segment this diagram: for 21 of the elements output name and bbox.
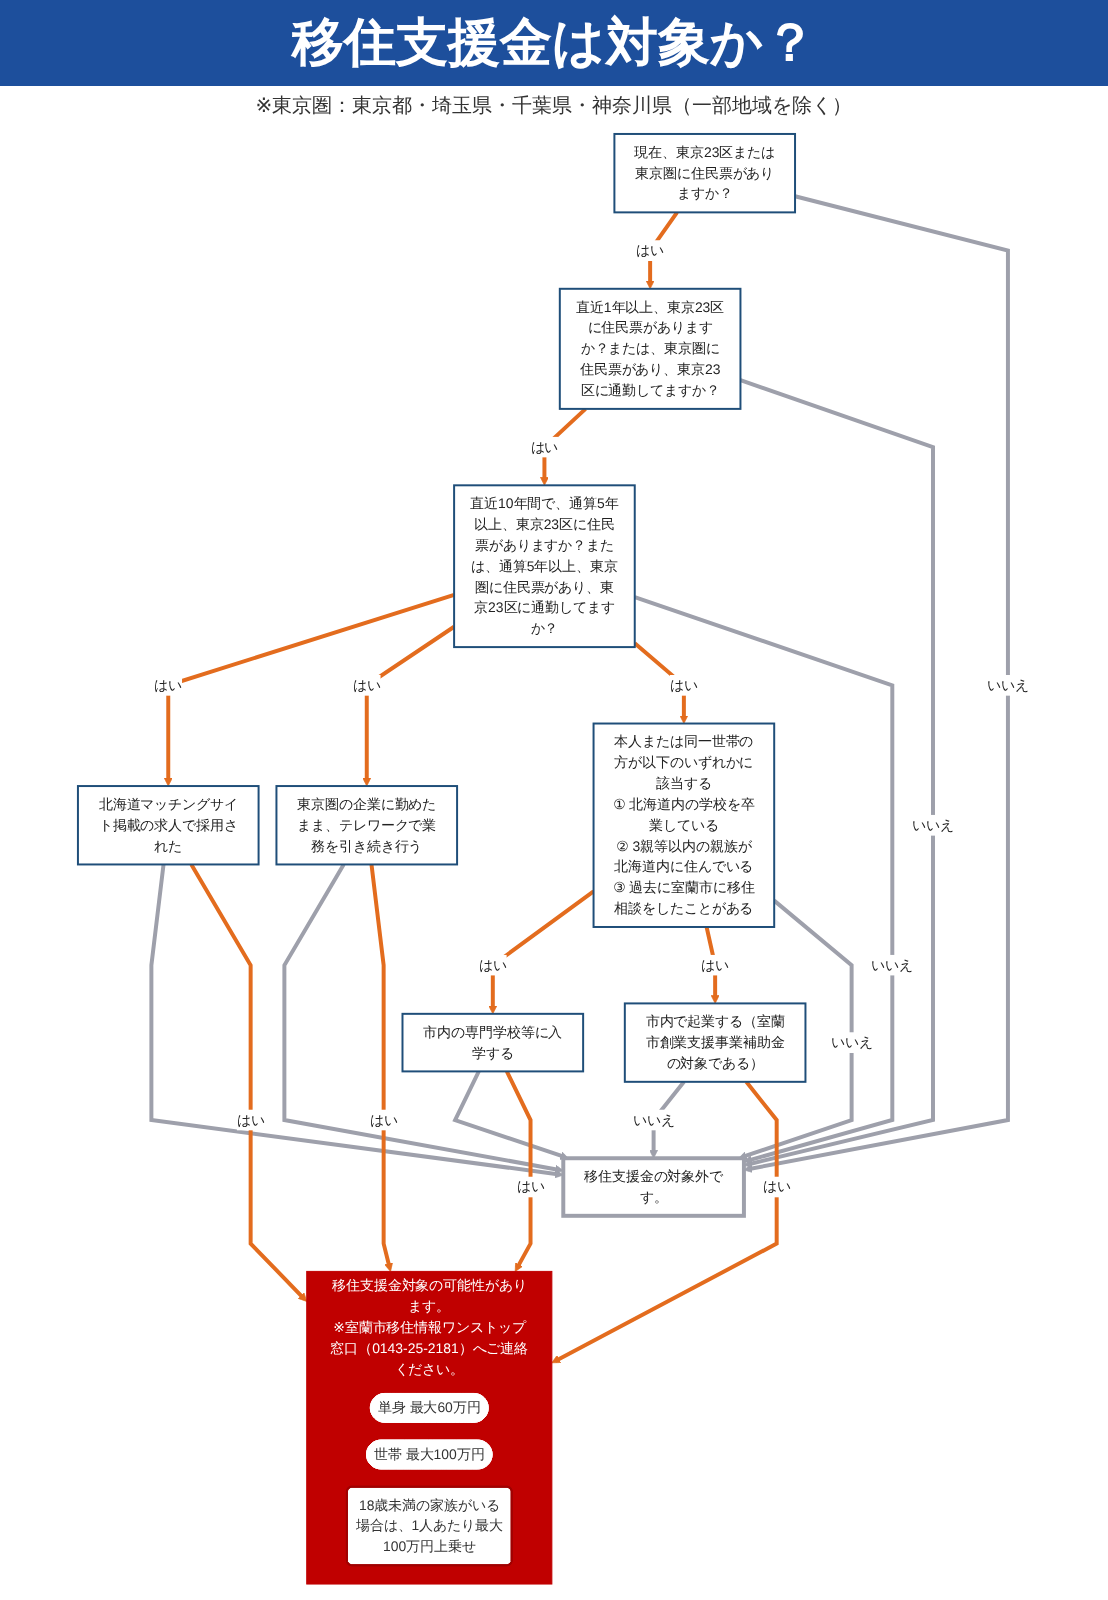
arrow [705, 926, 721, 1004]
arrow [738, 899, 855, 1160]
arrow [505, 1070, 534, 1272]
arrow [363, 625, 456, 787]
arrow [150, 864, 565, 1179]
arrow [649, 1080, 687, 1159]
footnote: ※東京圏：東京都・埼玉県・千葉県・神奈川県（一部地域を除く） [253, 93, 855, 120]
arrow [370, 864, 394, 1272]
arrow [634, 595, 895, 1164]
arrow [283, 863, 565, 1174]
arrow [452, 1070, 570, 1160]
arrow [190, 863, 308, 1302]
arrow [634, 641, 689, 724]
arrow [552, 1080, 780, 1364]
arrow [646, 211, 680, 290]
arrow [489, 889, 596, 1015]
arrow [744, 194, 1011, 1173]
arrow [740, 378, 936, 1168]
arrow [540, 407, 588, 486]
arrow [164, 592, 456, 787]
title-banner: 移住支援金は対象か？ [0, 0, 1108, 86]
